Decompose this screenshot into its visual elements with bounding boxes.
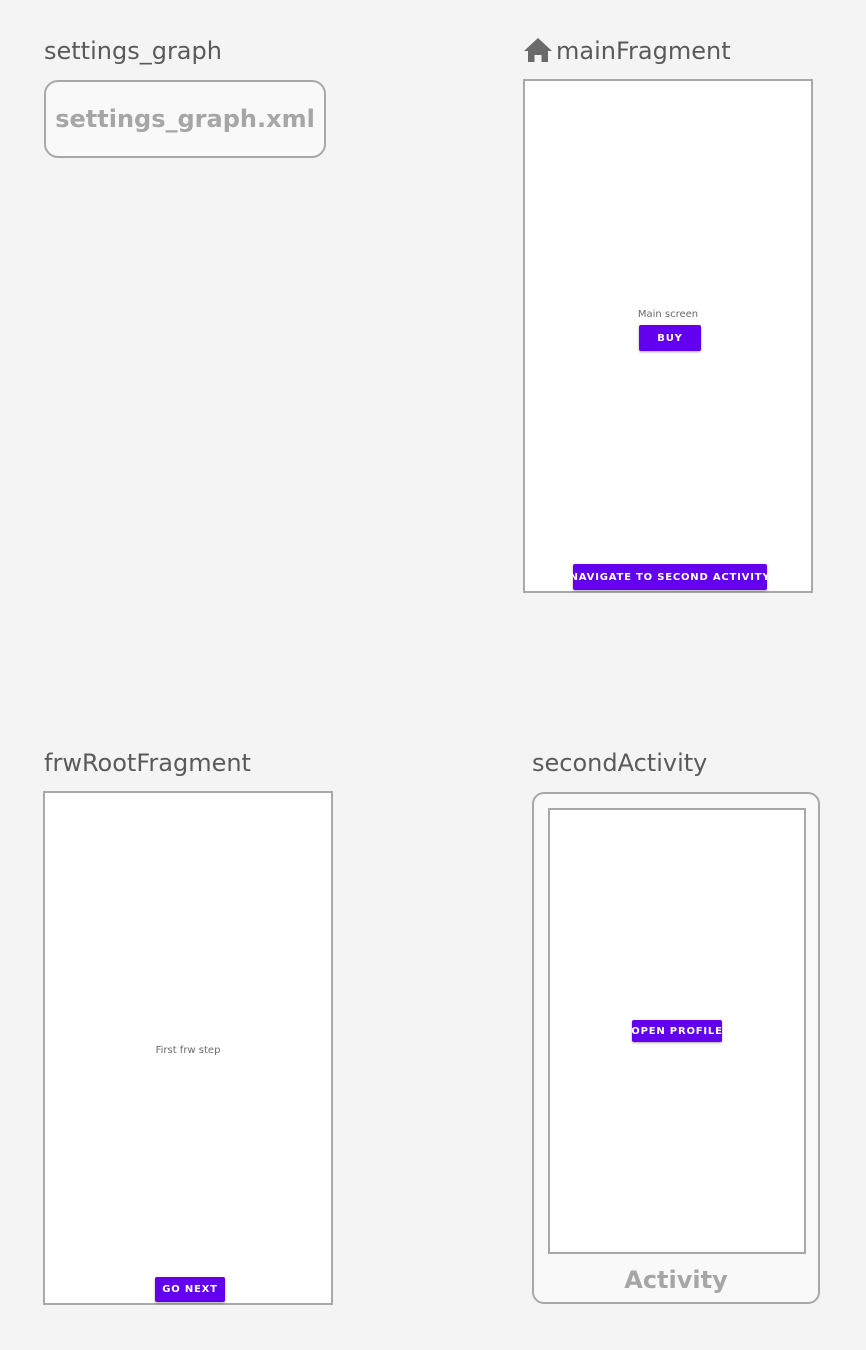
settings-graph-file-label: settings_graph.xml [55, 105, 315, 133]
buy-button[interactable]: BUY [639, 325, 701, 351]
home-icon [524, 38, 552, 62]
activity-type-label: Activity [624, 1266, 728, 1294]
main-screen-text: Main screen [637, 309, 699, 320]
navigate-second-activity-button[interactable]: NAVIGATE TO SECOND ACTIVITY [570, 564, 770, 590]
second-activity-screen: OPEN PROFILE [548, 808, 806, 1254]
main-fragment-node[interactable]: Main screen BUY NAVIGATE TO SECOND ACTIV… [523, 79, 813, 593]
open-profile-button[interactable]: OPEN PROFILE [631, 1020, 722, 1042]
frw-root-fragment-node[interactable]: First frw step GO NEXT [43, 791, 333, 1305]
go-next-button[interactable]: GO NEXT [155, 1277, 225, 1302]
main-fragment-title: mainFragment [556, 37, 731, 65]
second-activity-title: secondActivity [532, 749, 708, 777]
settings-graph-node[interactable]: settings_graph.xml [44, 80, 326, 158]
first-frw-step-text: First frw step [155, 1045, 221, 1056]
frw-root-fragment-title: frwRootFragment [44, 749, 251, 777]
settings-graph-title: settings_graph [44, 37, 222, 65]
second-activity-node[interactable]: OPEN PROFILE Activity [532, 792, 820, 1304]
